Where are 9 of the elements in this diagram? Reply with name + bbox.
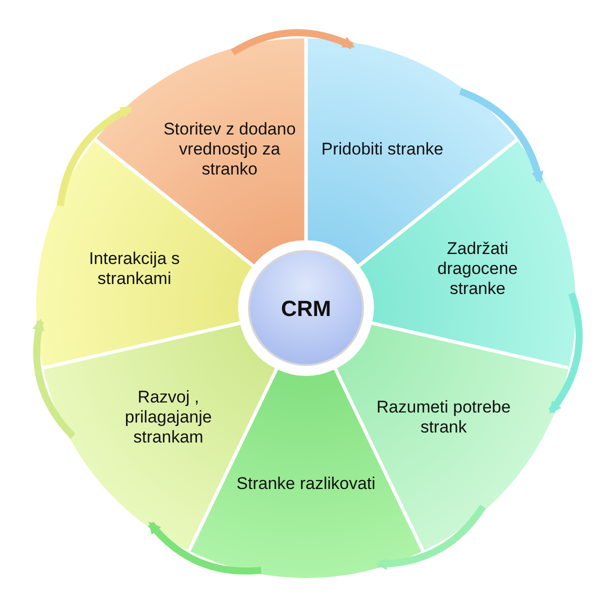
segment-label: Pridobiti stranke [321,139,444,160]
center-circle [248,250,364,366]
segment-label: Storitev z dodano vrednostjo za stranko [162,119,297,180]
segment-label: Interakcija s strankami [88,248,181,289]
segment-label: Razumeti potrebe strank [376,398,512,438]
center-label: CRM [280,296,332,321]
segment-label: Zadržati dragocene stranke [436,238,519,299]
segment-label: Stranke razlikovati [236,474,376,494]
segment-label: Razvoj , prilagajanje strankam [124,388,213,448]
